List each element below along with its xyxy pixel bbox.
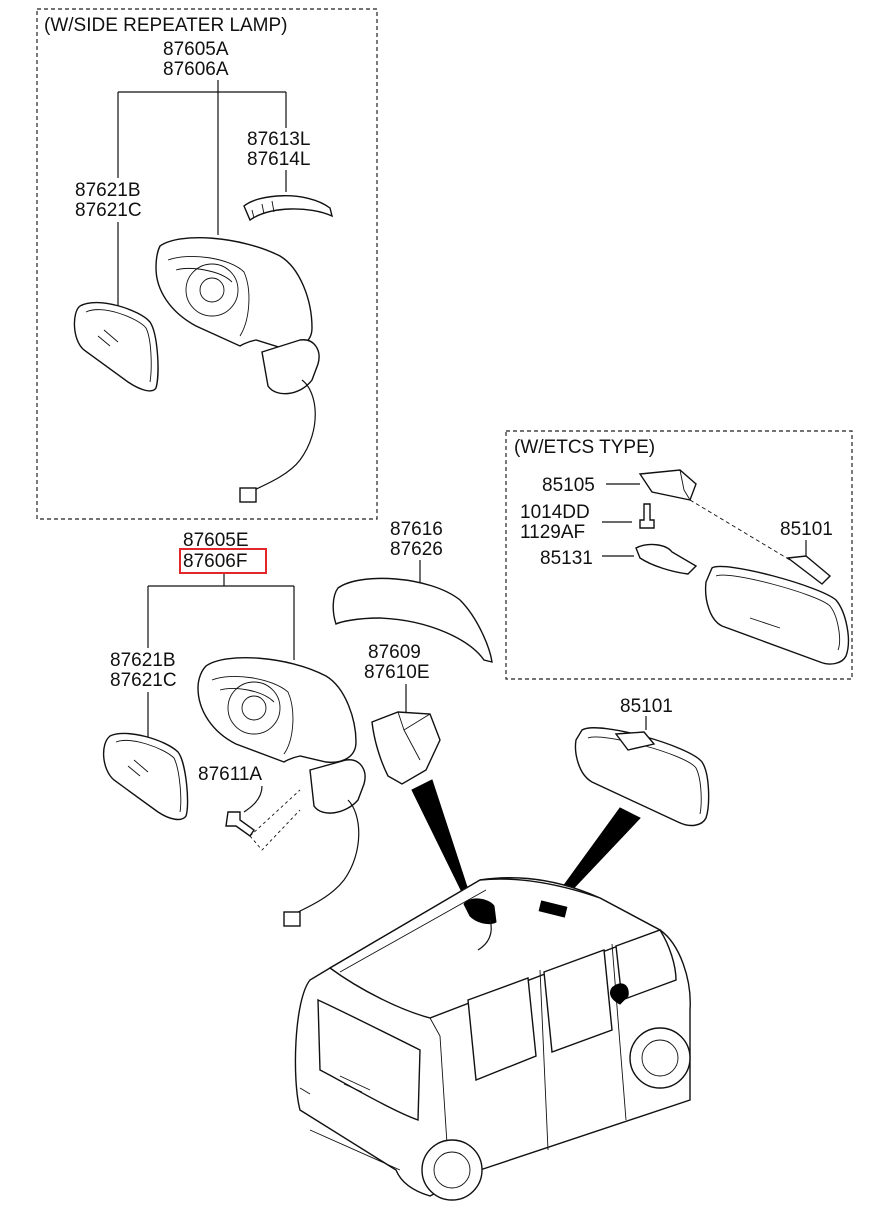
vehicle-roof-mirror-base (463, 898, 497, 925)
vehicle-front-hub (641, 1039, 679, 1077)
etcs-group-box (505, 430, 853, 680)
main-mirror-motor (227, 681, 281, 735)
main-mirror-cable (293, 799, 360, 915)
screw-part (225, 811, 255, 837)
main-mirror-glass-part (103, 732, 189, 821)
top-mirror-connector (239, 487, 257, 503)
label-top-glass-b[interactable]: 87621C (75, 200, 142, 221)
label-cover-b[interactable]: 87626 (390, 539, 443, 560)
main-mirror-connector (283, 911, 301, 927)
vehicle-front-wheel (629, 1027, 691, 1089)
inside-mirror-parts: 85101 (574, 696, 710, 827)
label-main-mirror-a[interactable]: 87605E (183, 530, 249, 551)
vehicle-rear-wheel (421, 1139, 483, 1201)
top-mirror-cable (249, 379, 316, 493)
label-top-mirror-a[interactable]: 87605A (163, 39, 229, 60)
base-detail (397, 711, 431, 761)
vehicle-roof-inside-mirror (538, 900, 568, 918)
side-repeater-group-box (36, 8, 378, 520)
label-inside-mirror[interactable]: 85101 (620, 696, 673, 717)
vehicle-side-mirror (609, 983, 629, 1005)
cover-part (332, 577, 493, 663)
highlight-box (179, 548, 267, 574)
vehicle-roof (328, 878, 662, 1019)
label-main-mirror-b[interactable]: 87606F (183, 551, 247, 572)
leader-screw (243, 785, 263, 813)
main-mirror-arm (309, 759, 366, 814)
cover-base-parts: 87616 87626 87609 87610E (332, 519, 493, 785)
etcs-group-title: (W/ETCS TYPE) (514, 437, 655, 458)
label-screw[interactable]: 87611A (198, 764, 262, 785)
main-mirror-glass-inner (115, 739, 182, 813)
top-mirror-motor-inner (199, 277, 225, 303)
main-mirror-assembly: 87605E 87606F 87621B 87621C 87611A (103, 530, 366, 927)
base-part (371, 711, 441, 785)
label-repeater-a[interactable]: 87613L (247, 129, 310, 150)
etcs-cover-part (635, 543, 698, 575)
side-repeater-group: (W/SIDE REPEATER LAMP) 87605A 87606A 876… (36, 8, 378, 520)
etcs-dash-line (689, 499, 791, 561)
repeater-lamp-part (243, 195, 334, 222)
label-cover-a[interactable]: 87616 (390, 519, 443, 540)
leader-top-mirror (117, 80, 287, 235)
etcs-mirror-inner (715, 574, 841, 651)
top-mirror-housing-part (155, 237, 313, 349)
vehicle-side-window-1 (467, 977, 537, 1081)
label-etcs-cover[interactable]: 85131 (540, 548, 593, 569)
etcs-group: (W/ETCS TYPE) 85105 1014DD 1129AF 85131 … (505, 430, 853, 680)
label-base-b[interactable]: 87610E (364, 662, 430, 683)
label-etcs-screw-a[interactable]: 1014DD (520, 502, 590, 523)
main-mirror-housing-inner (211, 675, 294, 755)
top-mirror-arm (261, 339, 320, 395)
side-repeater-group-title: (W/SIDE REPEATER LAMP) (44, 15, 288, 36)
repeater-lamp-detail (251, 200, 275, 219)
label-repeater-b[interactable]: 87614L (247, 149, 310, 170)
inside-mirror-mount (614, 731, 656, 751)
label-etcs-screw-b[interactable]: 1129AF (520, 522, 585, 543)
etcs-bracket-part (638, 469, 697, 501)
vehicle-roof-line (339, 889, 487, 1037)
pointer-wedge-left (411, 779, 469, 893)
label-main-glass-a[interactable]: 87621B (110, 650, 176, 671)
label-top-glass-a[interactable]: 87621B (75, 180, 141, 201)
top-mirror-glass-part (73, 301, 159, 392)
main-mirror-housing-part (197, 657, 357, 763)
top-mirror-housing-inner (167, 255, 250, 337)
etcs-bracket-detail (679, 469, 691, 501)
inside-mirror-inner (587, 736, 702, 815)
inside-mirror-part (574, 727, 710, 827)
label-top-mirror-b[interactable]: 87606A (163, 59, 229, 80)
vehicle-rear-window (317, 998, 421, 1121)
vehicle-rear-details (299, 1075, 401, 1171)
screw-dash-line (249, 789, 301, 851)
label-etcs-mirror[interactable]: 85101 (780, 519, 833, 540)
pointer-wedge-right (561, 807, 641, 893)
etcs-mirror-mount (786, 555, 832, 585)
vehicle-side-window-2 (543, 949, 613, 1053)
vehicle-roof-cable (477, 919, 492, 951)
label-base-a[interactable]: 87609 (368, 642, 421, 663)
vehicle-illustration (294, 877, 691, 1201)
etcs-screw-part (639, 503, 655, 529)
vehicle-rear-hub (433, 1151, 471, 1189)
top-mirror-motor (185, 263, 239, 317)
top-mirror-glass-inner (85, 309, 152, 383)
main-mirror-motor-inner (241, 695, 267, 721)
vehicle-side-window-3 (615, 929, 677, 1001)
leader-main-mirror (147, 574, 295, 660)
label-main-glass-b[interactable]: 87621C (110, 670, 177, 691)
label-etcs-bracket[interactable]: 85105 (542, 475, 595, 496)
etcs-mirror-part (704, 565, 850, 665)
